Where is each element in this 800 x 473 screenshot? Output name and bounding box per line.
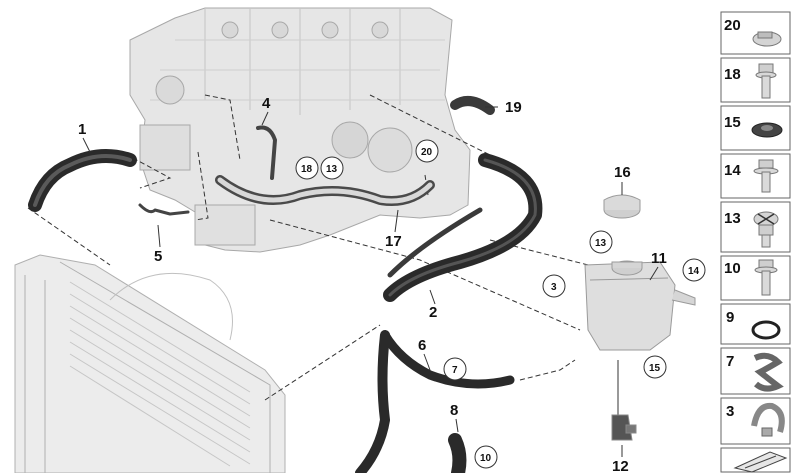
flange-bolt-icon: [755, 63, 777, 99]
parts-row-number: 7: [726, 353, 734, 370]
hose-clamp-icon: [752, 31, 782, 47]
callout-20: 20: [421, 147, 433, 158]
grommet-icon: [751, 122, 783, 138]
hex-screw-with-washer-icon: [753, 159, 779, 193]
callout-13-b: 13: [595, 238, 607, 249]
callout-1: 1: [78, 121, 86, 138]
callout-18: 18: [301, 164, 313, 175]
callout-14: 14: [688, 266, 700, 277]
parts-row-number: 13: [724, 210, 741, 227]
expansion-tank: [584, 260, 696, 351]
callout-11: 11: [651, 250, 667, 267]
callout-labels: 1 2 4 5 6 8 11 12 16 17 19 18 13 20 3 13…: [78, 95, 706, 473]
o-ring-icon: [751, 320, 781, 340]
callout-2: 2: [429, 304, 437, 321]
clamp-band-icon: [751, 402, 785, 437]
parts-row-number: 14: [724, 162, 741, 179]
callout-17: 17: [385, 233, 402, 250]
parts-row-7: 7: [720, 347, 791, 395]
bleed-screw-icon: [753, 211, 779, 248]
callout-4: 4: [262, 95, 271, 112]
callout-6: 6: [418, 337, 426, 354]
parts-row-20: 20: [720, 11, 791, 55]
parts-row-18: 18: [720, 57, 791, 103]
parts-row-9: 9: [720, 303, 791, 345]
callout-16: 16: [614, 164, 631, 181]
callout-12: 12: [612, 458, 629, 473]
callout-3: 3: [551, 282, 557, 293]
callout-10: 10: [480, 453, 492, 464]
torx-bolt-icon: [754, 259, 778, 296]
callout-15: 15: [649, 363, 661, 374]
gasket-set-icon: [733, 451, 788, 473]
callout-13-a: 13: [326, 164, 338, 175]
hose-clip-icon: [753, 352, 784, 392]
callout-7: 7: [452, 365, 458, 376]
callout-8: 8: [450, 402, 458, 419]
parts-row-13: 13: [720, 201, 791, 253]
engine-block: [129, 7, 471, 253]
callout-19: 19: [505, 99, 522, 116]
parts-row-number: 3: [726, 403, 734, 420]
parts-row-14: 14: [720, 153, 791, 199]
parts-row-3: 3: [720, 397, 791, 445]
parts-row-set: [720, 447, 791, 473]
callout-5: 5: [154, 248, 162, 265]
parts-row-number: 15: [724, 114, 741, 131]
radiator: [14, 254, 286, 473]
level-sensor: [611, 360, 637, 441]
expansion-tank-cap: [603, 194, 641, 219]
parts-row-15: 15: [720, 105, 791, 151]
hoses: [28, 96, 543, 473]
parts-panel: 20 18 15 14: [720, 11, 791, 473]
parts-row-number: 20: [724, 17, 741, 34]
parts-row-10: 10: [720, 255, 791, 301]
parts-row-number: 9: [726, 309, 734, 326]
parts-row-number: 18: [724, 66, 741, 83]
parts-row-number: 10: [724, 260, 741, 277]
